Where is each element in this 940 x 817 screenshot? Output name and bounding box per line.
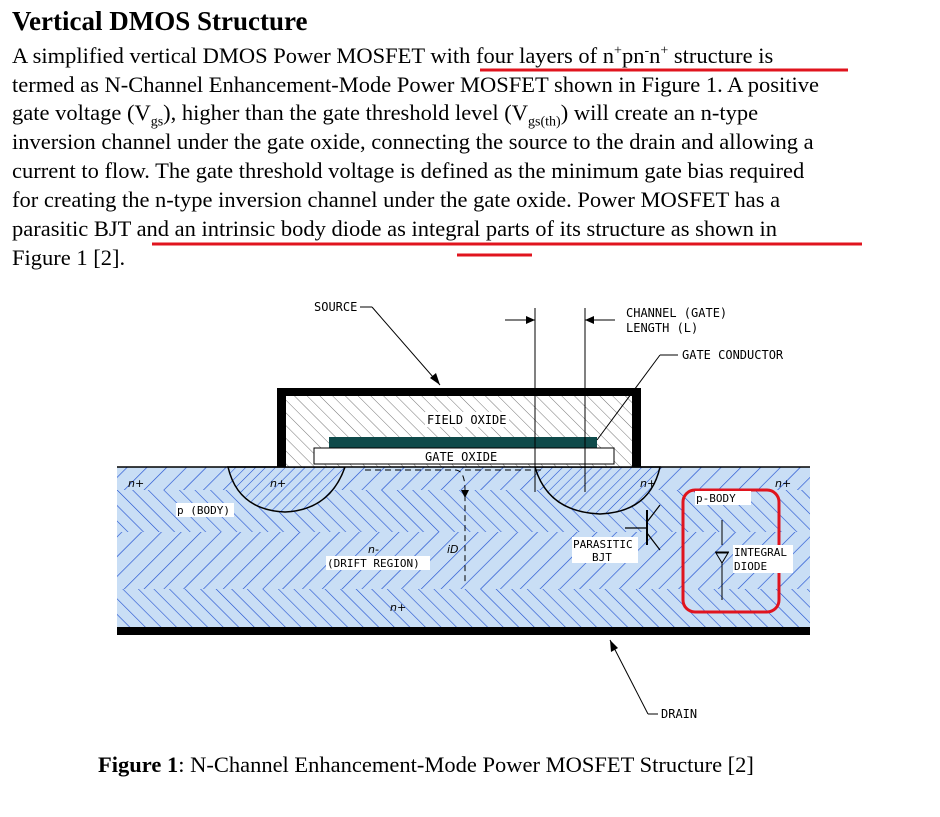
paragraph-line-5: current to flow. The gate threshold volt… xyxy=(12,158,805,183)
n-minus-label: n- xyxy=(368,543,379,556)
parasitic-label-bg xyxy=(572,537,638,563)
drain-arrowhead xyxy=(610,640,618,652)
paragraph-line-4: inversion channel under the gate oxide, … xyxy=(12,129,814,154)
paragraph-line-3: gate voltage (Vgs), higher than the gate… xyxy=(12,100,759,130)
drain-label: DRAIN xyxy=(661,707,697,721)
bjt-label: BJT xyxy=(592,551,612,564)
length-label: LENGTH (L) xyxy=(626,321,698,335)
n-plus-substrate xyxy=(117,589,810,627)
bjt-collector xyxy=(646,504,661,523)
channel-gate-label: CHANNEL (GATE) xyxy=(626,306,727,320)
drain-leader xyxy=(609,639,649,715)
source-label-bg xyxy=(312,298,360,314)
n-plus-source-right xyxy=(534,466,661,515)
gate-leader xyxy=(596,354,661,441)
source-leader xyxy=(371,306,441,386)
parasitic-label: PARASITIC xyxy=(573,538,633,551)
gate-conductor-label: GATE CONDUCTOR xyxy=(682,348,784,362)
drift-region-label: (DRIFT REGION) xyxy=(327,557,420,570)
p-body-left-label-bg xyxy=(176,503,234,517)
n-plus-source-right-label: n+ xyxy=(640,477,656,490)
paragraph-line-8: Figure 1 [2]. xyxy=(12,245,126,270)
current-arrowhead xyxy=(461,490,469,498)
figure-caption: Figure 1: N-Channel Enhancement-Mode Pow… xyxy=(98,752,754,777)
channel-arrowhead-left xyxy=(526,316,535,324)
integral-label-bg xyxy=(733,545,793,573)
integral-label: INTEGRAL xyxy=(734,546,787,559)
n-plus-source-left xyxy=(227,466,347,513)
paragraph-line-2: termed as N-Channel Enhancement-Mode Pow… xyxy=(12,72,819,97)
channel-arrowhead-right xyxy=(585,316,594,324)
paragraph-line-1: A simplified vertical DMOS Power MOSFET … xyxy=(12,43,774,68)
n-plus-source-left-label: n+ xyxy=(270,477,286,490)
diode-label: DIODE xyxy=(734,560,767,573)
n-plus-left-label: n+ xyxy=(128,477,144,490)
section-heading: Vertical DMOS Structure xyxy=(12,6,308,36)
gate-oxide-label-bg xyxy=(424,450,500,463)
gate-oxide-label: GATE OXIDE xyxy=(425,450,497,464)
p-body-right-label-bg xyxy=(695,491,751,505)
p-body-right-label: p-BODY xyxy=(696,492,736,505)
drain-metal xyxy=(117,627,810,635)
paragraph-line-6: for creating the n-type inversion channe… xyxy=(12,187,781,212)
source-arrowhead xyxy=(430,373,440,385)
paragraph-line-7: parasitic BJT and an intrinsic body diod… xyxy=(12,216,778,241)
source-label: SOURCE xyxy=(314,300,357,314)
current-path xyxy=(365,469,466,585)
p-body-left-label: p (BODY) xyxy=(177,504,230,517)
id-label: iD xyxy=(447,543,459,556)
n-plus-right-label: n+ xyxy=(775,477,791,490)
field-oxide-label-bg xyxy=(425,412,509,427)
gate-conductor xyxy=(329,437,597,448)
field-oxide-label: FIELD OXIDE xyxy=(427,413,506,427)
n-plus-substrate-label: n+ xyxy=(390,601,406,614)
bjt-emitter xyxy=(646,532,661,551)
drift-region-label-bg xyxy=(326,556,430,570)
diode-triangle xyxy=(715,552,729,564)
